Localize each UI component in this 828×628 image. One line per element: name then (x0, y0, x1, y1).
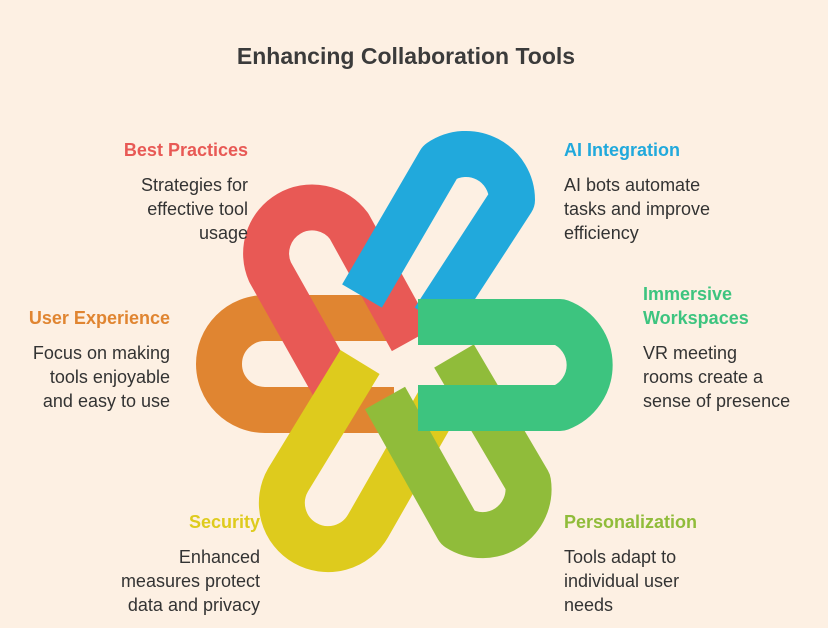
user-experience-block: User Experience Focus on making tools en… (10, 306, 170, 413)
best-practices-description: Strategies for effective tool usage (40, 173, 248, 245)
user-experience-heading: User Experience (28, 308, 170, 328)
best-practices-desc-line: Strategies for (140, 175, 248, 195)
user-experience-desc-line: Focus on making (32, 343, 170, 363)
immersive-workspaces-desc-line: sense of presence (643, 391, 791, 411)
page-title: Enhancing Collaboration Tools (236, 43, 576, 69)
ai-integration-description: AI bots automate tasks and improve effic… (564, 173, 794, 245)
yellow-loop (258, 350, 460, 573)
security-description: Enhanced measures protect data and priva… (60, 545, 260, 617)
immersive-workspaces-desc-line: rooms create a (643, 367, 764, 387)
personalization-desc-line: individual user (564, 571, 680, 591)
immersive-workspaces-desc-line: VR meeting (643, 343, 738, 363)
best-practices-desc-line: effective tool (147, 199, 248, 219)
immersive-workspaces-heading: Immersive Workspaces (643, 282, 823, 330)
immersive-workspaces-heading-line: Immersive (643, 284, 733, 304)
security-block: Security Enhanced measures protect data … (60, 510, 260, 617)
ai-integration-desc-line: efficiency (564, 223, 639, 243)
best-practices-block: Best Practices Strategies for effective … (40, 138, 248, 245)
lime-loop (364, 344, 552, 559)
security-desc-line: data and privacy (127, 595, 260, 615)
security-heading: Security (188, 512, 260, 532)
user-experience-desc-line: tools enjoyable (49, 367, 170, 387)
security-desc-line: Enhanced (178, 547, 260, 567)
ai-integration-desc-line: tasks and improve (564, 199, 711, 219)
personalization-desc-line: Tools adapt to (564, 547, 677, 567)
ai-integration-desc-line: AI bots automate (564, 175, 701, 195)
immersive-workspaces-heading-line: Workspaces (643, 308, 749, 328)
immersive-workspaces-description: VR meeting rooms create a sense of prese… (643, 341, 823, 413)
personalization-heading: Personalization (564, 512, 698, 532)
green-loop (418, 299, 613, 431)
best-practices-desc-line: usage (198, 223, 248, 243)
user-experience-desc-line: and easy to use (42, 391, 170, 411)
security-desc-line: measures protect (120, 571, 260, 591)
immersive-workspaces-block: Immersive Workspaces VR meeting rooms cr… (643, 282, 823, 413)
personalization-desc-line: needs (564, 595, 614, 615)
personalization-block: Personalization Tools adapt to individua… (564, 510, 764, 617)
orange-loop (196, 295, 394, 433)
best-practices-heading: Best Practices (123, 140, 248, 160)
ai-integration-heading: AI Integration (564, 140, 680, 160)
user-experience-description: Focus on making tools enjoyable and easy… (10, 341, 170, 413)
blue-loop (342, 130, 536, 333)
ai-integration-block: AI Integration AI bots automate tasks an… (564, 138, 794, 245)
red-loop (243, 184, 433, 396)
personalization-description: Tools adapt to individual user needs (564, 545, 764, 617)
